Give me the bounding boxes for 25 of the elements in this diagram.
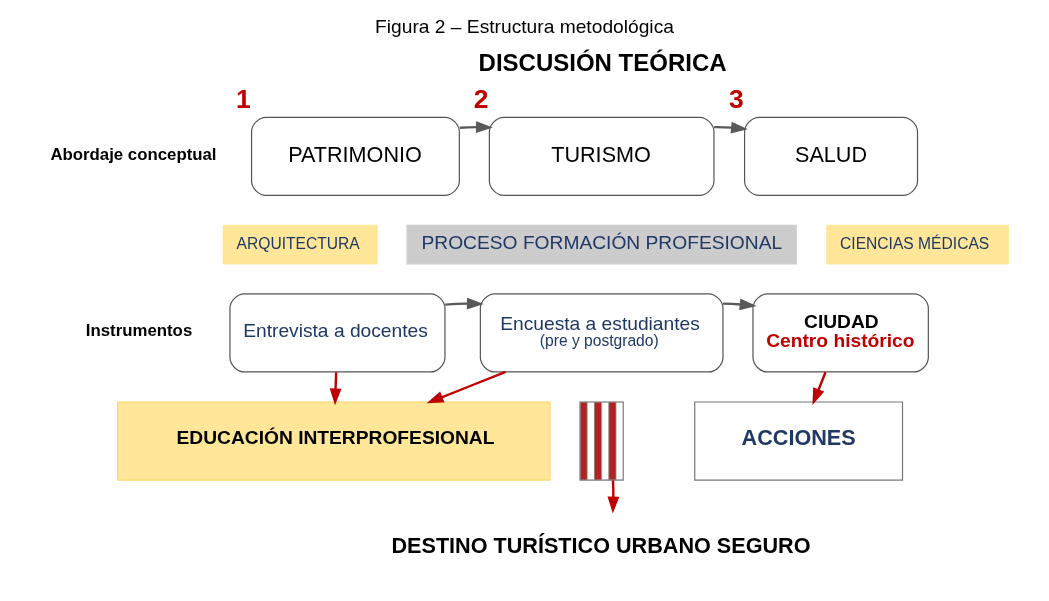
diagram-title: Figura 2 – Estructura metodológica [375,16,674,38]
node-box: EDUCACIÓN INTERPROFESIONAL [117,401,551,481]
arrow [812,371,827,406]
label: Abordaje conceptual [50,144,217,164]
arrow [445,297,484,310]
node-box: CIENCIAS MÉDICAS [826,224,1009,265]
label: Instrumentos [85,321,193,341]
node-label: 2 [473,84,489,115]
arrow [714,121,748,134]
node-box: CIUDAD Centro histórico [752,293,929,373]
arrow [426,370,507,404]
node-text: DESTINO TURÍSTICO URBANO SEGURO [391,533,811,559]
node-box: TURISMO [488,116,715,196]
node-box: ARQUITECTURA [222,224,378,265]
node-box: PROCESO FORMACIÓN PROFESIONAL [406,224,797,265]
node-box: ACCIONES [694,401,904,481]
node-label: 1 [235,84,251,115]
node-label: 3 [728,84,744,115]
node-box: Entrevista a docentes [229,293,446,373]
node-box: SALUD [744,116,919,196]
arrow [459,121,493,133]
arrow [607,480,620,514]
node-box: Encuesta a estudiantes (pre y postgrado) [479,293,724,373]
node-box: PATRIMONIO [251,116,460,196]
label: DISCUSIÓN TEÓRICA [478,48,727,76]
